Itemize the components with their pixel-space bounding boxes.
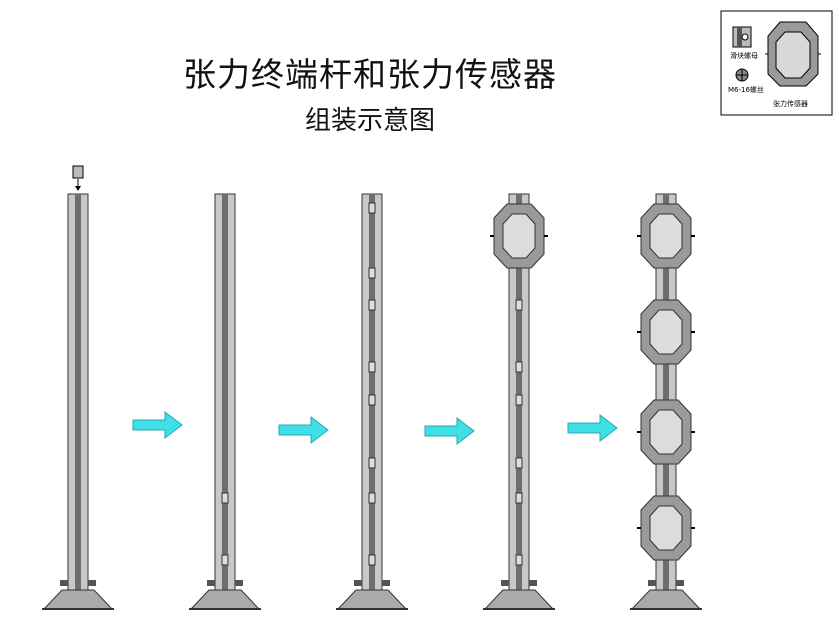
tension-sensor [637, 399, 695, 465]
diagram-subtitle: 组装示意图 [304, 106, 435, 136]
slide-nut-icon [72, 165, 84, 191]
arrow-right-icon [132, 410, 183, 440]
tension-sensor [637, 495, 695, 561]
diagram-title: 张力终端杆和张力传感器 [183, 55, 557, 94]
sensor-icon [765, 21, 821, 87]
step-2-pole [189, 193, 261, 610]
tension-sensor [637, 299, 695, 365]
arrow-right-icon [278, 415, 329, 445]
arrow-right-icon [567, 413, 618, 443]
legend-bolt-label: 滑块螺母 [730, 51, 758, 60]
legend-box: 滑块螺母 M6-16螺丝 张力传感器 [720, 10, 833, 116]
tension-sensor [490, 203, 548, 269]
legend-screw-label: M6-16螺丝 [728, 85, 764, 94]
step-3-pole [336, 193, 408, 610]
slide-nut-icon [732, 26, 752, 48]
step-1-pole [42, 165, 114, 610]
tension-sensor [637, 203, 695, 269]
step-4-pole [483, 193, 555, 610]
arrow-right-icon [424, 416, 475, 446]
step-5-pole [630, 193, 702, 610]
screw-icon [735, 68, 749, 82]
legend-sensor-label: 张力传感器 [773, 99, 808, 108]
